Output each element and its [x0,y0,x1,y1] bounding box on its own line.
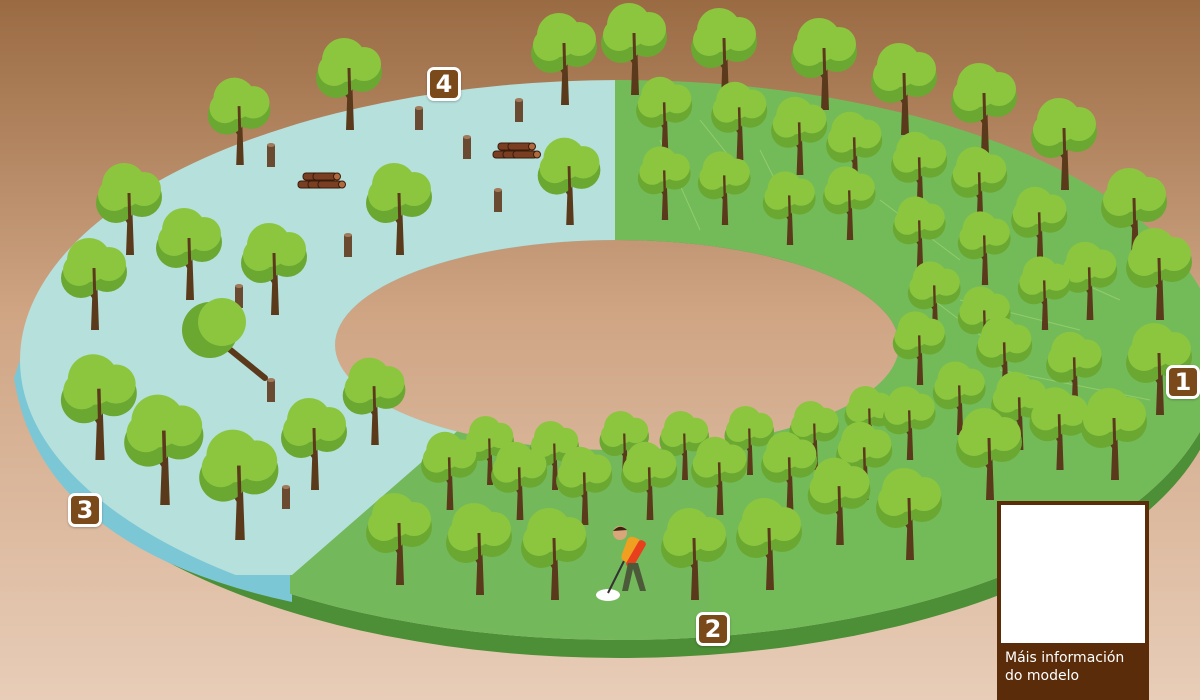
qr-code-box[interactable] [1001,505,1145,643]
stump-icon [344,233,352,257]
qr-panel[interactable]: Máis información do modelo [997,501,1149,700]
zone-marker-1: 1 [1166,365,1200,399]
stump-icon [267,143,275,167]
qr-caption: Máis información do modelo [1001,643,1145,685]
stump-icon [282,485,290,509]
stump-icon [415,106,423,130]
zone-marker-2: 2 [696,612,730,646]
qr-caption-line2: do modelo [1005,667,1143,685]
stump-icon [515,98,523,122]
log-pile-icon [493,143,541,158]
zone-marker-3: 3 [68,493,102,527]
zone-marker-4: 4 [427,67,461,101]
stump-icon [494,188,502,212]
qr-caption-line1: Máis información [1005,649,1143,667]
log-pile-icon [298,173,346,188]
stump-icon [267,378,275,402]
stump-icon [463,135,471,159]
